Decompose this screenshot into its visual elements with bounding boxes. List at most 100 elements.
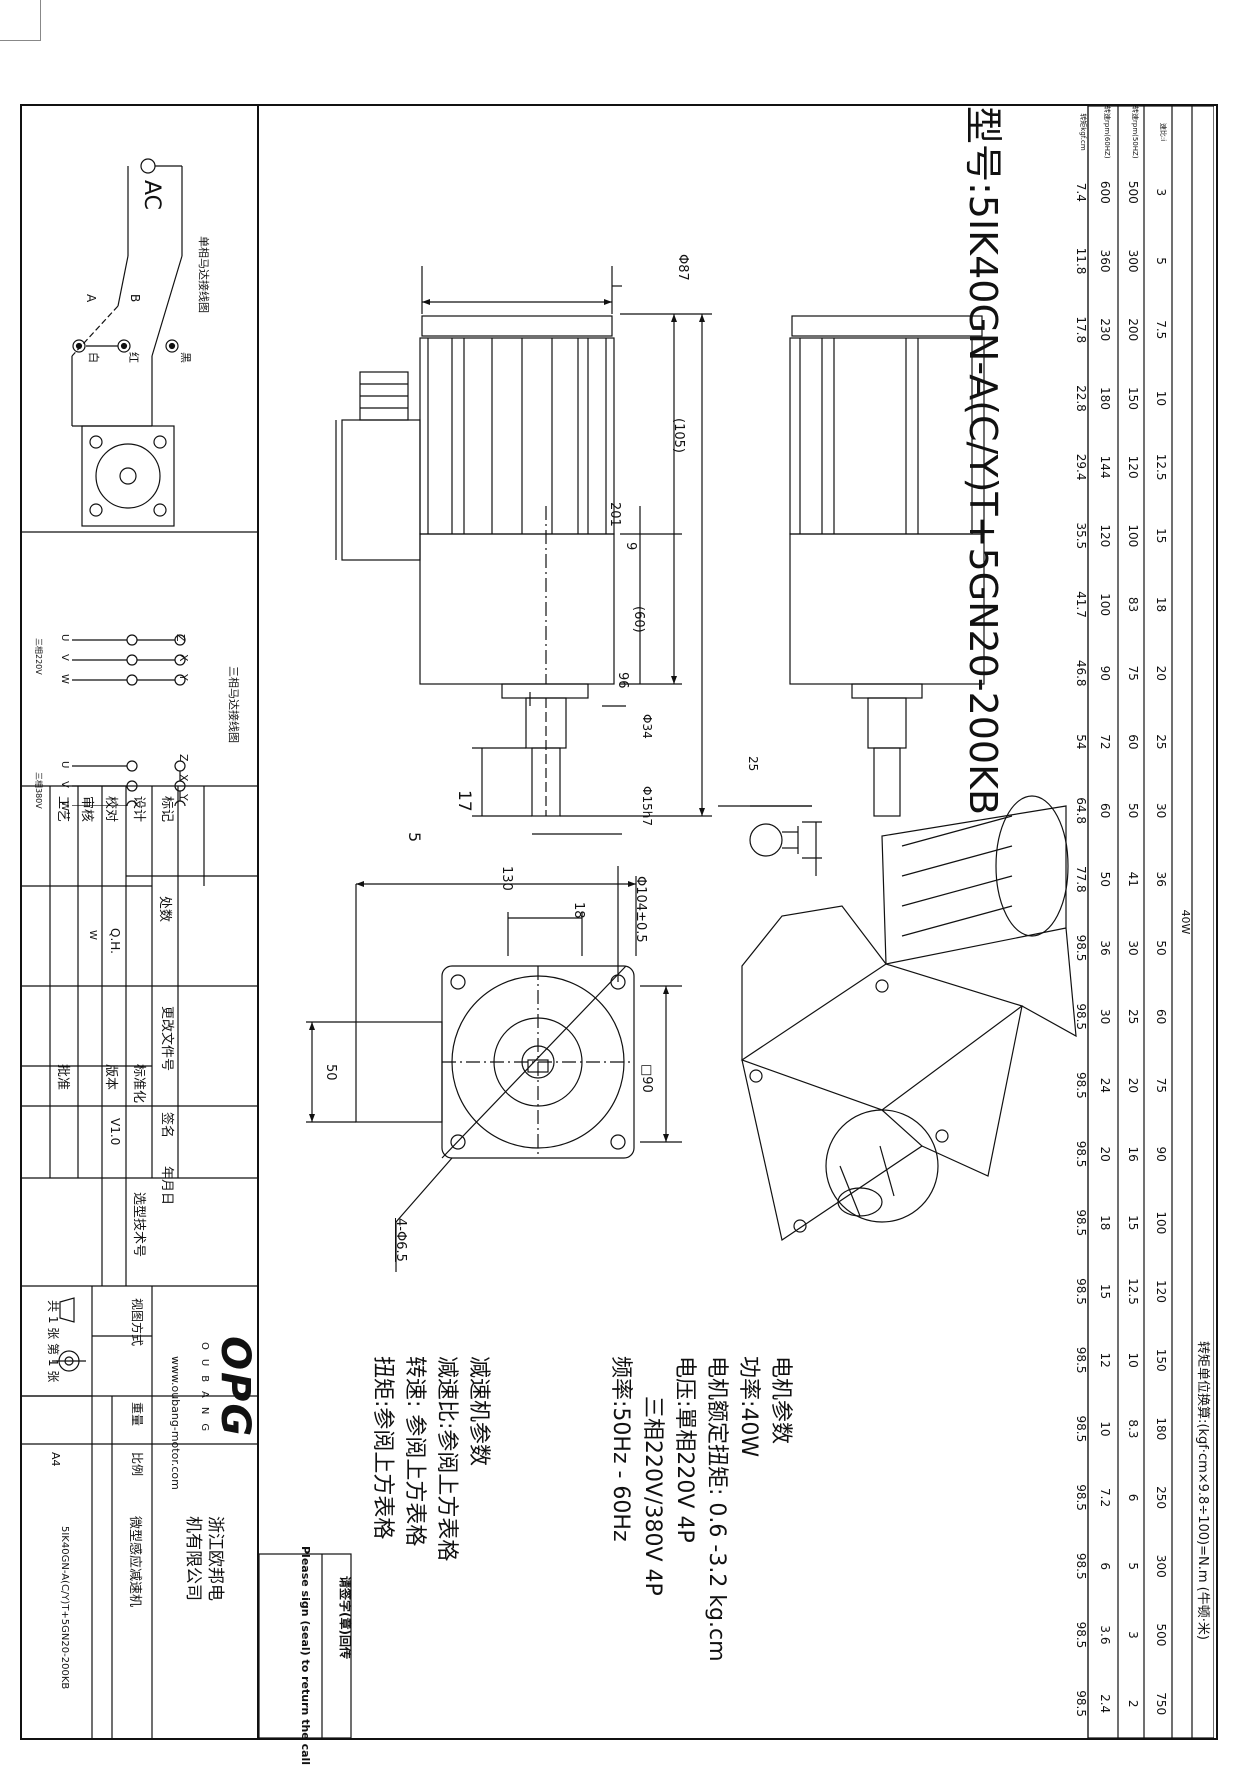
speed-table-row-label: 转速rpm(60HZ) xyxy=(1103,106,1111,159)
speed-table-cell: 35.5 xyxy=(1074,522,1088,550)
speed-table-cell: 10 xyxy=(1098,1421,1112,1437)
dim-d5: 5 xyxy=(405,832,424,843)
speed-table-cell: 150 xyxy=(1154,1348,1168,1372)
speed-table: 40W 转矩单位换算:(kgf·cm×9.8÷100)=N.m (牛顿·米) 速… xyxy=(1074,106,1214,1738)
speed-table-cell: 250 xyxy=(1154,1486,1168,1509)
speed-table-cell: 20 xyxy=(1126,1077,1140,1094)
speed-table-cell: 30 xyxy=(1154,802,1168,819)
speed-table-cell: 10 xyxy=(1154,390,1168,407)
gear-title: 减速机参数 xyxy=(466,1356,491,1467)
motor-title: 电机参数 xyxy=(768,1356,793,1445)
speed-table-cell: 98.5 xyxy=(1074,1552,1088,1580)
speed-table-row-label: 速比:i xyxy=(1159,122,1167,142)
speed-table-cell: 98.5 xyxy=(1074,934,1088,962)
speed-table-cell: 24 xyxy=(1098,1077,1112,1094)
speed-table-cell: 12 xyxy=(1098,1352,1112,1368)
speed-table-cell: 7.2 xyxy=(1098,1488,1112,1508)
dim-d96: 96 xyxy=(615,672,630,689)
speed-table-cell: 72 xyxy=(1098,734,1112,750)
speed-table-cell: 120 xyxy=(1098,524,1112,548)
speed-table-cell: 50 xyxy=(1098,871,1112,887)
speed-table-cell: 15 xyxy=(1154,528,1168,544)
speed-table-cell: 25 xyxy=(1126,1009,1140,1025)
speed-table-cell: 36 xyxy=(1154,871,1168,887)
speed-table-cell: 6 xyxy=(1098,1562,1112,1571)
speed-table-cell: 98.5 xyxy=(1074,1415,1088,1443)
title-block-grid xyxy=(22,531,257,1738)
speed-table-cell: 90 xyxy=(1154,1146,1168,1162)
dim-d18: 18 xyxy=(571,902,586,919)
speed-table-cell: 15 xyxy=(1098,1283,1112,1300)
speed-table-cell: 41 xyxy=(1126,871,1140,887)
dim-d104: Φ104±0.5 xyxy=(633,876,648,943)
speed-table-cell: 83 xyxy=(1126,596,1140,613)
speed-table-cell: 98.5 xyxy=(1074,1621,1088,1649)
speed-table-cell: 36 xyxy=(1098,940,1112,956)
speed-table-cell: 98.5 xyxy=(1074,1346,1088,1374)
speed-table-cell: 360 xyxy=(1098,249,1112,273)
speed-table-cell: 98.5 xyxy=(1074,1003,1088,1031)
speed-table-cell: 41.7 xyxy=(1074,591,1088,618)
motor-voltage-2: 三相220V/380V 4P xyxy=(640,1396,665,1596)
speed-table-cell: 11.8 xyxy=(1074,247,1088,275)
dim-d15h7: Φ15h7 xyxy=(640,786,654,826)
speed-table-cell: 17.8 xyxy=(1074,316,1088,344)
speed-table-cell: 6 xyxy=(1126,1493,1140,1502)
dim-d105: (105) xyxy=(671,418,686,453)
speed-table-cell: 20 xyxy=(1098,1146,1112,1162)
dim-d50: 50 xyxy=(323,1064,338,1081)
speed-table-cell: 29.4 xyxy=(1074,453,1088,481)
speed-table-cell: 60 xyxy=(1098,802,1112,819)
speed-table-cell: 50 xyxy=(1126,802,1140,819)
speed-table-cell: 2.4 xyxy=(1098,1694,1112,1714)
dim-d87: Φ87 xyxy=(675,254,690,281)
speed-table-cell: 64.8 xyxy=(1074,797,1088,824)
gear-specs: 减速机参数 减速比:参阅上方表格 转速: 参阅上方表格 扭矩:参阅上方表格 xyxy=(366,1356,494,1561)
speed-table-cell: 25 xyxy=(1154,734,1168,750)
motor-frequency: 频率:50Hz - 60Hz xyxy=(608,1356,633,1542)
speed-table-cell: 3.6 xyxy=(1098,1625,1112,1645)
speed-table-cell: 75 xyxy=(1126,665,1140,681)
speed-table-cell: 54 xyxy=(1074,734,1088,750)
speed-table-row-label: 转速rpm(50HZ) xyxy=(1131,106,1139,159)
motor-power: 功率:40W xyxy=(736,1356,761,1458)
speed-table-cell: 500 xyxy=(1126,180,1140,204)
dim-d34: Φ34 xyxy=(640,714,654,739)
speed-table-cell: 100 xyxy=(1154,1211,1168,1235)
speed-table-cell: 22.8 xyxy=(1074,385,1088,412)
speed-table-cell: 15 xyxy=(1126,1215,1140,1231)
speed-table-cell: 5 xyxy=(1126,1562,1140,1571)
dim-d9: 9 xyxy=(623,542,638,551)
crop-mark xyxy=(0,0,41,41)
drawing-sheet: 单相马达接线图 三相马达接线图 xyxy=(20,104,1218,1765)
single-phase-wiring-diagram xyxy=(71,158,183,527)
speed-table-cell: 60 xyxy=(1126,734,1140,750)
dim-d90: □90 xyxy=(639,1064,654,1093)
speed-table-cell: 3 xyxy=(1154,188,1168,197)
speed-table-cell: 98.5 xyxy=(1074,1484,1088,1511)
speed-table-cell: 120 xyxy=(1154,1280,1168,1303)
technical-drawing xyxy=(258,106,1214,1738)
speed-table-cell: 60 xyxy=(1154,1009,1168,1025)
sign-en: Please sign (seal) to return the call xyxy=(299,1546,312,1765)
dim-d130: 130 xyxy=(499,866,514,891)
motor-torque: 电机额定扭矩: 0.6 -3.2 kg.cm xyxy=(704,1356,729,1662)
speed-table-cell: 90 xyxy=(1098,665,1112,681)
unit-note: 转矩单位换算:(kgf·cm×9.8÷100)=N.m (牛顿·米) xyxy=(1195,1341,1210,1640)
title-block: 单相马达接线图 三相马达接线图 xyxy=(22,106,259,1738)
speed-table-cell: 600 xyxy=(1098,180,1112,204)
power-header: 40W xyxy=(1179,909,1192,935)
speed-table-cell: 50 xyxy=(1154,940,1168,956)
gear-speed: 转速: 参阅上方表格 xyxy=(402,1356,427,1547)
dim-d25: 25 xyxy=(746,756,760,772)
speed-table-cell: 120 xyxy=(1126,455,1140,479)
speed-table-cell: 46.8 xyxy=(1074,659,1088,687)
speed-table-row-label: 转矩kgf.cm xyxy=(1079,113,1087,151)
three-phase-wiring-diagram xyxy=(72,634,186,806)
speed-table-cell: 750 xyxy=(1154,1692,1168,1716)
gear-torque: 扭矩:参阅上方表格 xyxy=(370,1356,395,1540)
speed-table-cell: 98.5 xyxy=(1074,1072,1088,1099)
speed-table-cell: 200 xyxy=(1126,318,1140,342)
speed-table-cell: 5 xyxy=(1154,257,1168,265)
